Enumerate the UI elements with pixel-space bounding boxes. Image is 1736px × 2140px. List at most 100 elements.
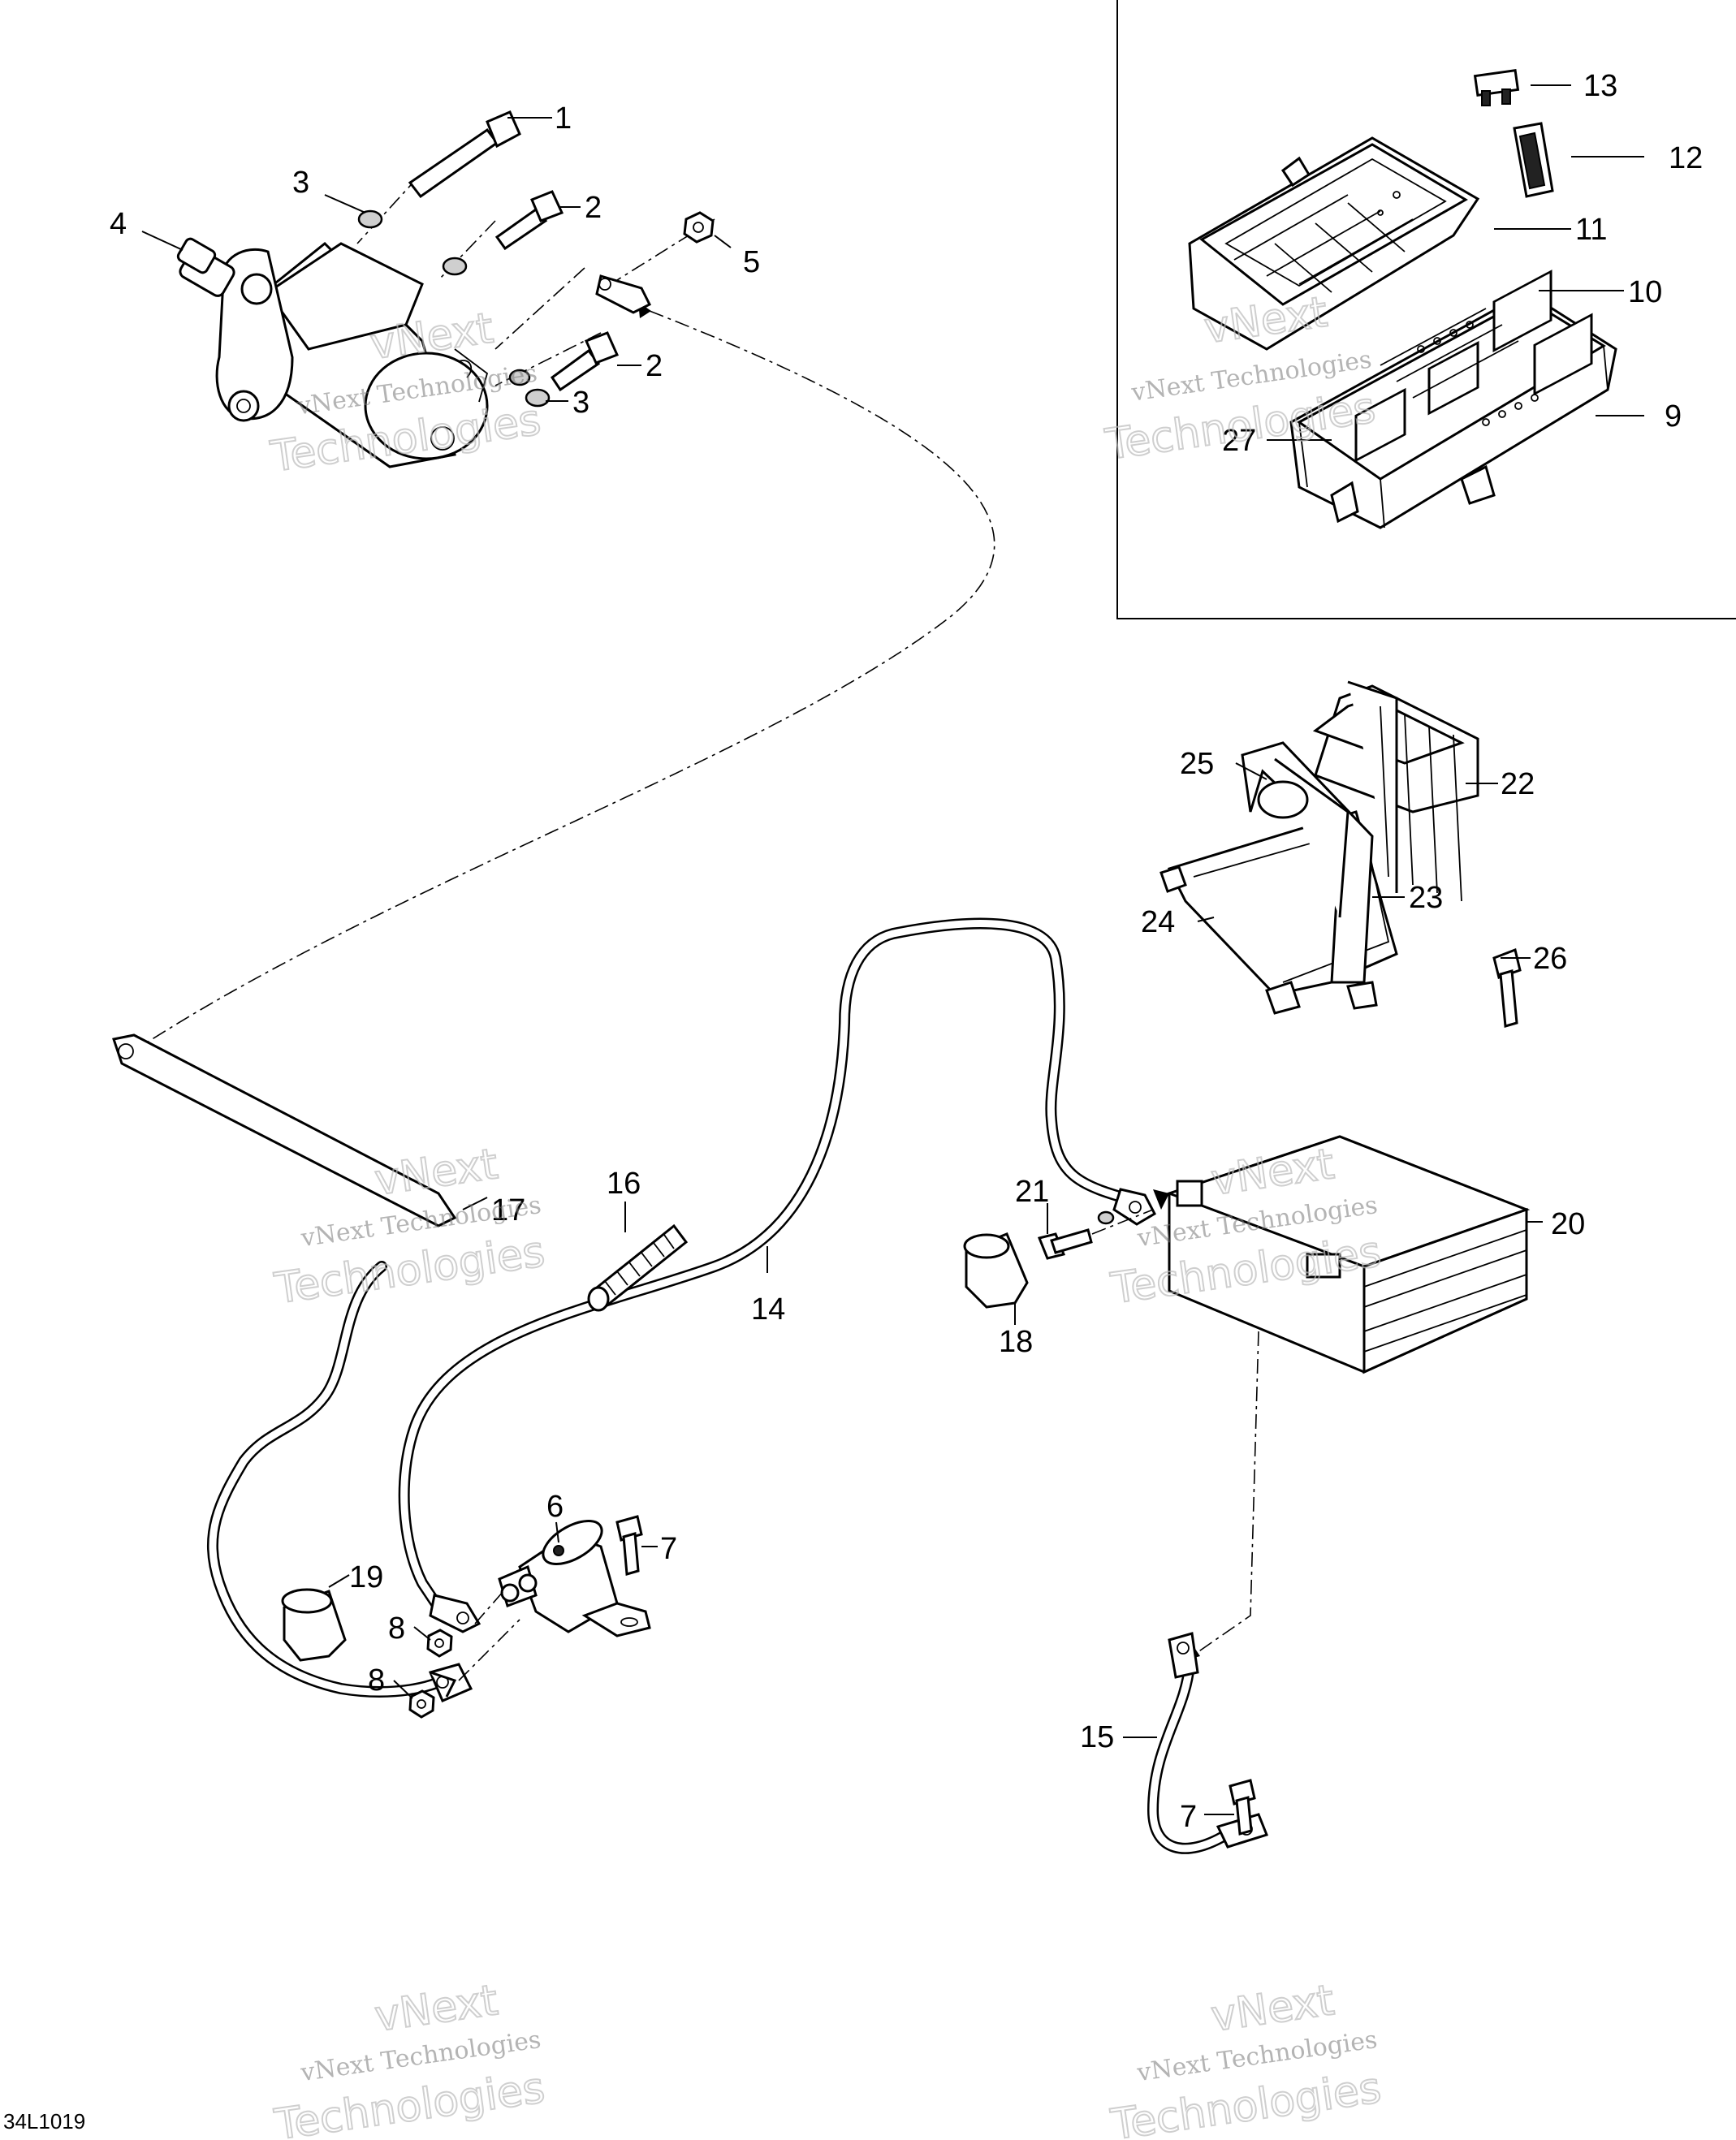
ring-terminal-15-top bbox=[1168, 1632, 1199, 1679]
leader-5 bbox=[714, 235, 732, 248]
fuse-box-cover bbox=[1188, 136, 1480, 351]
ring-terminal-15-top-hole bbox=[1177, 1642, 1190, 1655]
bolt-7a bbox=[615, 1515, 643, 1576]
leader-24 bbox=[1197, 917, 1215, 922]
battery-arrow bbox=[1153, 1189, 1169, 1210]
cable-14 bbox=[398, 917, 1142, 1613]
bolt-21 bbox=[1037, 1210, 1115, 1260]
callout-13: 13 bbox=[1583, 69, 1617, 103]
ring-terminal-solenoid-3 bbox=[430, 1671, 457, 1698]
nut-8a bbox=[426, 1629, 453, 1658]
ground-reference-line bbox=[1191, 1331, 1259, 1657]
callout-5: 5 bbox=[743, 245, 760, 279]
callout-16: 16 bbox=[607, 1167, 641, 1201]
washer-3d bbox=[508, 369, 531, 386]
callout-27: 27 bbox=[1222, 424, 1256, 458]
assembly-axis-21 bbox=[1091, 1209, 1154, 1235]
nut-5-hole bbox=[693, 222, 704, 233]
assembly-axis-4 bbox=[616, 218, 715, 281]
washer-3c bbox=[525, 388, 551, 408]
callout-21: 21 bbox=[1015, 1175, 1049, 1209]
fuse-box-base bbox=[1289, 270, 1617, 529]
leader-25 bbox=[1235, 762, 1267, 780]
battery-bracket bbox=[1159, 680, 1479, 1015]
callout-10: 10 bbox=[1628, 275, 1662, 309]
cable-17 bbox=[207, 1261, 460, 1698]
callout-12: 12 bbox=[1669, 141, 1703, 175]
callout-3a: 3 bbox=[292, 166, 309, 200]
inset-frame bbox=[1116, 0, 1736, 619]
svg-text:vNext: vNext bbox=[1208, 1976, 1337, 2042]
leader-8b bbox=[393, 1680, 413, 1699]
callout-23: 23 bbox=[1409, 881, 1443, 915]
leader-3a bbox=[324, 194, 366, 214]
terminal-cover-19 bbox=[281, 1588, 347, 1662]
callout-17: 17 bbox=[491, 1193, 525, 1227]
callout-26: 26 bbox=[1533, 942, 1567, 976]
watermark-5: vNext vNext Technologies Technologies bbox=[270, 1975, 548, 2140]
bolt-7b bbox=[1229, 1779, 1256, 1836]
ring-terminal-solenoid-3-hole bbox=[436, 1676, 449, 1689]
assembly-axis-5 bbox=[494, 332, 602, 386]
leader-8a bbox=[413, 1626, 431, 1641]
washer-3b bbox=[442, 257, 468, 276]
starter-motor bbox=[176, 237, 489, 468]
bolt-2-bottom bbox=[550, 331, 620, 392]
callout-2a: 2 bbox=[585, 191, 602, 225]
callout-22: 22 bbox=[1501, 767, 1535, 801]
ring-terminal-top-hole bbox=[598, 278, 611, 291]
figure-code: 34L1019 bbox=[3, 2109, 85, 2134]
callout-8a: 8 bbox=[388, 1611, 405, 1646]
callout-4: 4 bbox=[110, 207, 127, 241]
callout-11: 11 bbox=[1575, 213, 1607, 247]
callout-8b: 8 bbox=[368, 1663, 385, 1698]
watermark-6: vNext vNext Technologies Technologies bbox=[1107, 1975, 1384, 2140]
svg-text:vNext: vNext bbox=[372, 1976, 501, 2042]
reference-line bbox=[144, 310, 995, 1045]
callout-2b: 2 bbox=[646, 349, 663, 383]
sleeve-16 bbox=[587, 1223, 689, 1312]
solenoid-6 bbox=[498, 1520, 651, 1637]
ring-terminal-solenoid-1 bbox=[429, 1594, 482, 1633]
nut-8b bbox=[408, 1689, 435, 1719]
assembly-axis-3 bbox=[494, 267, 585, 350]
ring-terminal-top bbox=[595, 274, 652, 314]
strap-17 bbox=[112, 1033, 457, 1227]
callout-19: 19 bbox=[349, 1560, 383, 1594]
callout-18: 18 bbox=[999, 1325, 1033, 1359]
relay-12 bbox=[1513, 122, 1554, 198]
battery-20 bbox=[1165, 1135, 1531, 1374]
callout-3b: 3 bbox=[572, 386, 589, 420]
callout-20: 20 bbox=[1551, 1207, 1585, 1241]
ring-terminal-14-battery bbox=[1112, 1188, 1156, 1226]
nut-5 bbox=[683, 211, 715, 244]
bolt-2-top bbox=[494, 190, 564, 251]
leader-17 bbox=[462, 1197, 488, 1210]
cable-15 bbox=[1147, 1659, 1232, 1854]
leader-19 bbox=[328, 1574, 350, 1588]
ring-terminal-14-battery-hole bbox=[1129, 1201, 1142, 1214]
fuse-13 bbox=[1473, 68, 1520, 106]
callout-14: 14 bbox=[751, 1292, 785, 1327]
leader-4 bbox=[141, 231, 184, 251]
ring-terminal-solenoid-1-hole bbox=[456, 1611, 469, 1624]
screw-26 bbox=[1492, 947, 1522, 1028]
nut-8b-hole bbox=[417, 1699, 426, 1709]
assembly-axis-solenoid-2 bbox=[458, 1619, 520, 1681]
leader-6 bbox=[555, 1521, 559, 1543]
svg-text:vNext: vNext bbox=[372, 1140, 501, 1206]
callout-6: 6 bbox=[546, 1490, 564, 1524]
bolt-1 bbox=[408, 110, 521, 199]
callout-25: 25 bbox=[1180, 747, 1214, 781]
nut-8a-hole bbox=[434, 1638, 444, 1648]
callout-7a: 7 bbox=[660, 1532, 677, 1566]
callout-1: 1 bbox=[555, 101, 572, 136]
callout-24: 24 bbox=[1141, 905, 1175, 939]
assembly-axis-1 bbox=[356, 176, 419, 244]
callout-7b: 7 bbox=[1180, 1800, 1197, 1834]
washer-3a bbox=[357, 209, 383, 229]
callout-9: 9 bbox=[1665, 399, 1682, 434]
callout-15: 15 bbox=[1080, 1720, 1114, 1754]
terminal-cover-18 bbox=[963, 1232, 1029, 1309]
